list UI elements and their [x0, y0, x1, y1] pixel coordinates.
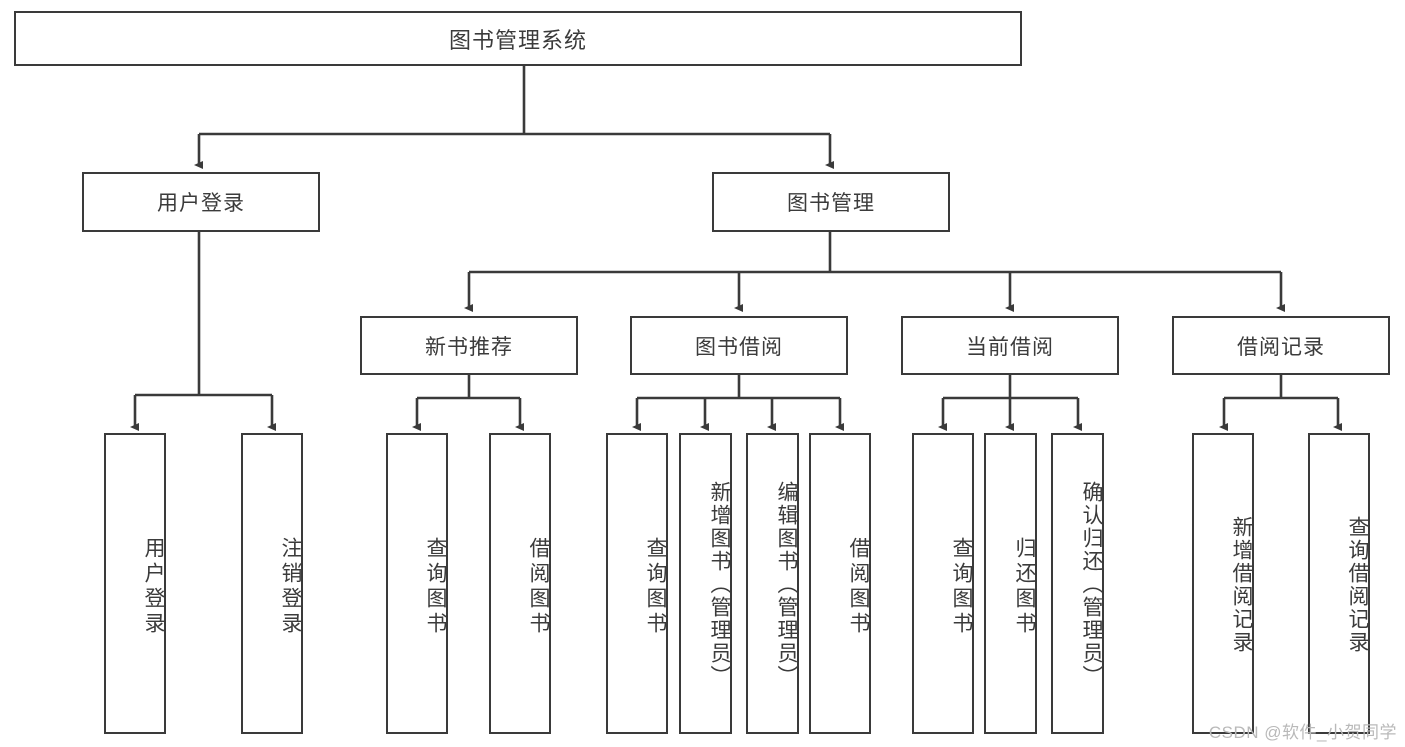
- leaf-query-book-2[interactable]: 查询图书: [606, 433, 668, 734]
- leaf-query-book-1[interactable]: 查询图书: [386, 433, 448, 734]
- leaf-borrow-book-2[interactable]: 借阅图书: [809, 433, 871, 734]
- leaf-logout[interactable]: 注销登录: [241, 433, 303, 734]
- node-current-borrow[interactable]: 当前借阅: [901, 316, 1119, 375]
- node-borrow-record[interactable]: 借阅记录: [1172, 316, 1390, 375]
- leaf-add-book[interactable]: 新增图书（管理员）: [679, 433, 732, 734]
- node-user-login[interactable]: 用户登录: [82, 172, 320, 232]
- node-root-system[interactable]: 图书管理系统: [14, 11, 1022, 66]
- csdn-watermark: CSDN @软件_小贺同学: [1208, 723, 1397, 742]
- leaf-query-record[interactable]: 查询借阅记录: [1308, 433, 1370, 734]
- leaf-edit-book[interactable]: 编辑图书（管理员）: [746, 433, 799, 734]
- node-book-borrow[interactable]: 图书借阅: [630, 316, 848, 375]
- leaf-confirm-return[interactable]: 确认归还（管理员）: [1051, 433, 1104, 734]
- leaf-return-book[interactable]: 归还图书: [984, 433, 1037, 734]
- leaf-borrow-book-1[interactable]: 借阅图书: [489, 433, 551, 734]
- node-book-manage[interactable]: 图书管理: [712, 172, 950, 232]
- leaf-user-login[interactable]: 用户登录: [104, 433, 166, 734]
- node-new-book-recommend[interactable]: 新书推荐: [360, 316, 578, 375]
- leaf-query-book-3[interactable]: 查询图书: [912, 433, 974, 734]
- leaf-add-record[interactable]: 新增借阅记录: [1192, 433, 1254, 734]
